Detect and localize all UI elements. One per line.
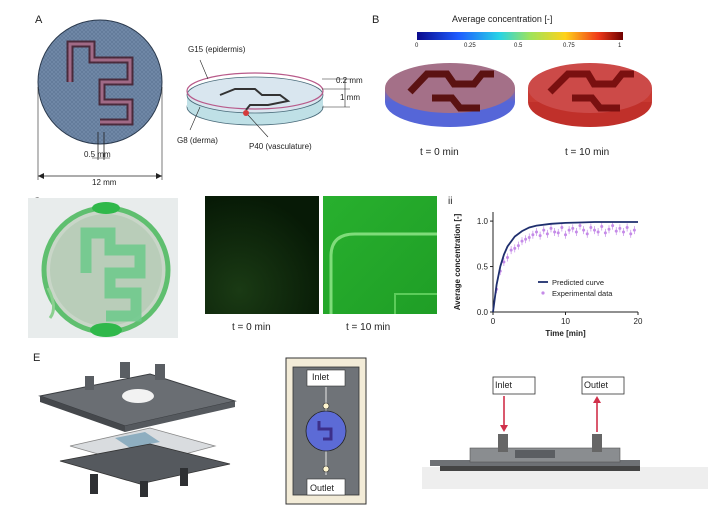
holder-top-view bbox=[285, 357, 367, 505]
colorbar-tick: 0.5 bbox=[514, 43, 523, 49]
experimental-point bbox=[531, 233, 535, 237]
experimental-point bbox=[502, 260, 506, 264]
legend-experimental-label: Experimental data bbox=[552, 289, 613, 298]
experimental-point bbox=[632, 228, 636, 232]
experimental-point bbox=[571, 226, 575, 230]
experimental-point bbox=[625, 225, 629, 229]
legend-point-swatch bbox=[541, 291, 545, 295]
panel-label-e: E bbox=[33, 352, 41, 364]
experimental-point bbox=[538, 234, 542, 238]
experimental-point bbox=[629, 232, 633, 236]
experimental-point bbox=[578, 224, 582, 228]
concentration-colorbar bbox=[417, 32, 623, 40]
experimental-point bbox=[593, 228, 596, 232]
sim-time-t10: t = 10 min bbox=[565, 147, 610, 158]
experimental-point bbox=[553, 230, 557, 234]
experimental-point bbox=[513, 246, 517, 250]
x-axis-label: Time [min] bbox=[545, 329, 586, 338]
holder-assembly-exploded bbox=[38, 362, 237, 497]
derma-thickness-label: 1 mm bbox=[340, 93, 360, 102]
simulation-t10-disc bbox=[528, 63, 652, 127]
experimental-point bbox=[567, 228, 571, 232]
panel-label-d-ii: ii bbox=[448, 196, 453, 207]
experimental-point bbox=[542, 228, 546, 232]
experimental-point bbox=[527, 235, 531, 239]
channel-width-label: 0.5 mm bbox=[84, 150, 111, 159]
colorbar-tick: 0.75 bbox=[563, 43, 575, 49]
experimental-point bbox=[611, 224, 615, 228]
experimental-point bbox=[560, 225, 564, 229]
experimental-point bbox=[618, 226, 622, 230]
experimental-point bbox=[549, 226, 553, 230]
experimental-point bbox=[516, 244, 520, 248]
top-view-inlet-label: Inlet bbox=[312, 372, 330, 382]
colorbar-tick: 0 bbox=[415, 43, 419, 49]
predicted-curve-line bbox=[492, 221, 638, 313]
experimental-point bbox=[535, 230, 538, 234]
simulation-t0-disc bbox=[385, 63, 515, 127]
x-tick-label: 0 bbox=[491, 317, 496, 326]
colorbar-tick: 0.25 bbox=[464, 43, 476, 49]
colorbar-tick: 1 bbox=[618, 43, 622, 49]
derma-label: G8 (derma) bbox=[177, 136, 218, 145]
experimental-point bbox=[509, 248, 513, 252]
experimental-point bbox=[600, 225, 604, 229]
y-axis-label: Average concentration [-] bbox=[453, 213, 462, 310]
fabricated-skin-photo bbox=[28, 198, 178, 338]
experimental-point bbox=[585, 232, 589, 236]
side-view-inlet-label: Inlet bbox=[495, 380, 513, 390]
experimental-point bbox=[574, 230, 578, 234]
epidermis-label: G15 (epidermis) bbox=[188, 45, 246, 54]
legend-predicted-label: Predicted curve bbox=[552, 278, 604, 287]
experimental-point bbox=[564, 233, 567, 237]
experimental-point bbox=[596, 230, 600, 234]
holder-side-view bbox=[422, 376, 708, 489]
experimental-point bbox=[520, 239, 524, 243]
experimental-point bbox=[603, 231, 607, 235]
epidermis-thickness-label: 0.2 mm bbox=[336, 76, 363, 85]
panel-label-b: B bbox=[372, 14, 380, 26]
y-tick-label: 0.0 bbox=[477, 308, 489, 317]
disc-diameter-label: 12 mm bbox=[92, 178, 117, 187]
experimental-point bbox=[607, 227, 611, 231]
top-view-outlet-label: Outlet bbox=[310, 483, 335, 493]
skin-disc-layer-view bbox=[186, 59, 350, 138]
vasculature-label: P40 (vasculature) bbox=[249, 142, 312, 151]
experimental-point bbox=[614, 229, 618, 233]
panel-label-a: A bbox=[35, 14, 43, 26]
sim-time-t0: t = 0 min bbox=[420, 147, 459, 158]
experimental-point bbox=[524, 237, 528, 241]
fluor-time-t0: t = 0 min bbox=[232, 322, 271, 333]
colorbar-title: Average concentration [-] bbox=[452, 14, 553, 24]
experimental-point bbox=[582, 228, 586, 232]
fluorescence-images bbox=[205, 196, 437, 314]
experimental-point bbox=[506, 255, 509, 259]
side-view-outlet-label: Outlet bbox=[584, 380, 609, 390]
x-tick-label: 10 bbox=[561, 317, 570, 326]
y-tick-label: 0.5 bbox=[477, 263, 489, 272]
experimental-point bbox=[589, 225, 593, 229]
x-tick-label: 20 bbox=[634, 317, 643, 326]
fluor-time-t10: t = 10 min bbox=[346, 322, 391, 333]
experimental-point bbox=[622, 230, 625, 234]
experimental-point bbox=[545, 232, 549, 236]
experimental-point bbox=[556, 231, 560, 235]
y-tick-label: 1.0 bbox=[477, 217, 489, 226]
skin-disc-top-view bbox=[37, 19, 163, 180]
